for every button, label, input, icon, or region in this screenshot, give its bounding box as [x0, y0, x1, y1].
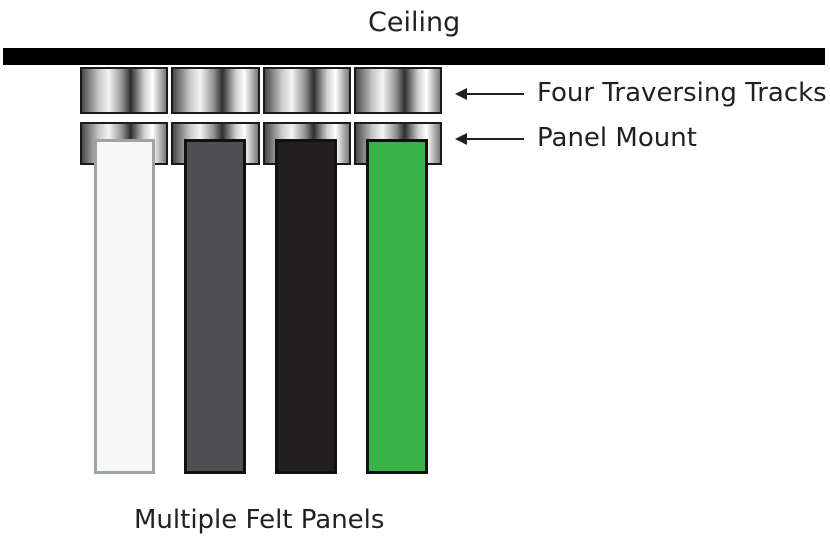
- panel-mount-label: Panel Mount: [537, 123, 697, 153]
- left-arrow-icon: [455, 88, 524, 100]
- tracks-label: Four Traversing Tracks: [537, 78, 827, 108]
- ceiling-label: Ceiling: [368, 7, 461, 38]
- felt-panel-white: [94, 139, 155, 474]
- track-2: [171, 67, 260, 114]
- felt-panels-label: Multiple Felt Panels: [134, 505, 385, 535]
- track-4: [354, 67, 442, 114]
- felt-panel-green: [366, 139, 428, 474]
- track-3: [263, 67, 351, 114]
- ceiling-bar: [3, 48, 825, 65]
- felt-panel-gray: [184, 139, 246, 474]
- left-arrow-icon: [455, 133, 524, 145]
- track-1: [80, 67, 168, 114]
- felt-panel-black: [275, 139, 337, 474]
